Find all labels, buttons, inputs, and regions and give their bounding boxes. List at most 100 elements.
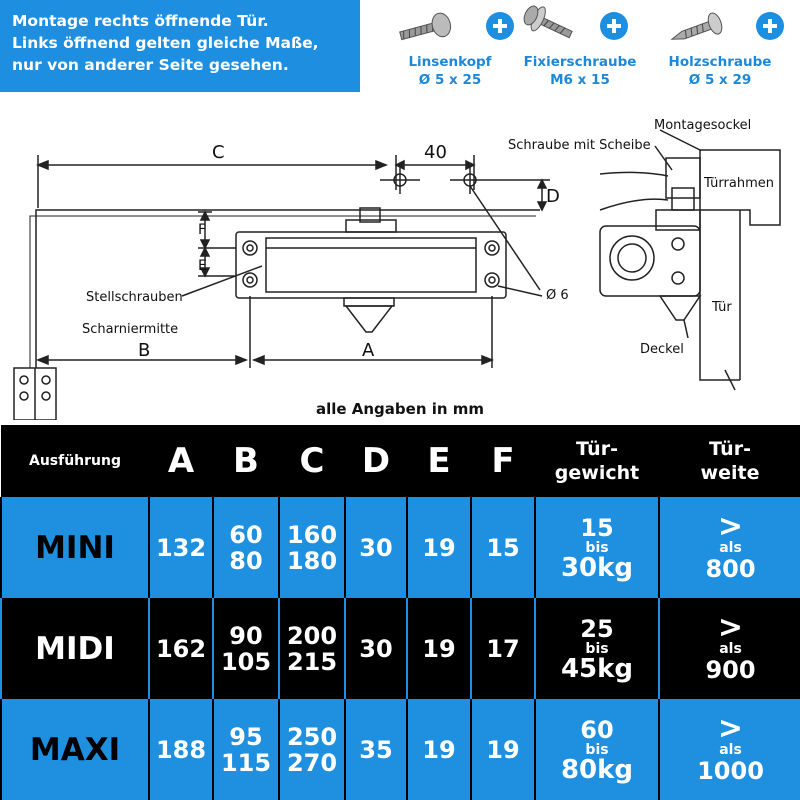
model-name: MAXI xyxy=(0,699,149,800)
value-e: 19 xyxy=(406,699,471,800)
model-name: MIDI xyxy=(0,598,149,699)
value-c2: 215 xyxy=(286,647,338,676)
value-f: 19 xyxy=(470,699,535,800)
wood-screw-icon xyxy=(670,12,784,40)
header-e: E xyxy=(427,441,451,481)
width-als: als xyxy=(719,741,742,758)
weight-to: 45kg xyxy=(560,653,634,684)
screw-name: Fixierschraube xyxy=(523,54,637,70)
info-line-1: Montage rechts öffnende Tür. xyxy=(12,12,269,30)
width-value: 1000 xyxy=(697,756,764,785)
header-b: B xyxy=(233,441,259,481)
table-header-row: Ausführung A B C D E F Tür-gewicht Tür-w… xyxy=(1,425,800,497)
dim-f-label: F xyxy=(198,222,207,238)
screw-size: Ø 5 x 25 xyxy=(418,72,482,88)
screw-name: Linsenkopf xyxy=(408,54,492,70)
value-d: 35 xyxy=(344,699,407,800)
lens-head-screw-icon xyxy=(399,12,514,41)
header-door-width: Tür-weite xyxy=(659,425,800,497)
door-label: Tür xyxy=(712,300,732,315)
value-a: 188 xyxy=(148,699,213,800)
header-width-line2: weite xyxy=(700,462,760,484)
screw-with-washer-label: Schraube mit Scheibe xyxy=(508,138,651,153)
screw-size: Ø 5 x 29 xyxy=(688,72,752,88)
hinge-center-label: Scharniermitte xyxy=(82,322,179,337)
door-closer-diagram xyxy=(13,129,781,421)
units-caption: alle Angaben in mm xyxy=(315,400,485,418)
dim-d-label: D xyxy=(546,186,560,207)
header-width-line1: Tür- xyxy=(709,438,751,460)
value-a: 162 xyxy=(148,598,213,699)
value-b2: 115 xyxy=(220,748,272,777)
value-f: 17 xyxy=(470,598,535,699)
value-c1: 200 xyxy=(286,621,338,650)
greater-than-icon: > xyxy=(717,710,744,746)
greater-than-icon: > xyxy=(717,508,744,544)
header-a: A xyxy=(167,441,195,481)
header-door-weight: Tür-gewicht xyxy=(535,425,659,497)
weight-bis: bis xyxy=(585,640,609,657)
info-line-2: Links öffnend gelten gleiche Maße, xyxy=(12,34,319,52)
dim-b-label: B xyxy=(138,340,151,361)
value-c1: 250 xyxy=(286,722,338,751)
value-f: 15 xyxy=(470,497,535,598)
weight-bis: bis xyxy=(585,539,609,556)
value-c2: 270 xyxy=(286,748,338,777)
value-b1: 95 xyxy=(229,722,263,751)
dim-e-label: E xyxy=(198,258,207,274)
screw-name: Holzschraube xyxy=(668,54,772,70)
technical-drawing: C 40 D F E B A Stellschrauben Scharnierm… xyxy=(0,100,800,421)
value-d: 30 xyxy=(344,598,407,699)
value-e: 19 xyxy=(406,598,471,699)
dim-c-label: C xyxy=(212,142,225,163)
mounting-base-label: Montagesockel xyxy=(654,118,752,133)
dim-a-label: A xyxy=(362,340,375,361)
weight-to: 30kg xyxy=(560,552,634,583)
header-weight-line2: gewicht xyxy=(554,462,640,484)
dim-40-label: 40 xyxy=(424,142,447,163)
width-als: als xyxy=(719,640,742,657)
header-d: D xyxy=(361,441,391,481)
specifications-table: Ausführung A B C D E F Tür-gewicht Tür-w… xyxy=(0,425,800,800)
width-value: 900 xyxy=(705,655,756,684)
value-c1: 160 xyxy=(286,520,338,549)
header-model: Ausführung xyxy=(28,453,122,469)
value-b1: 60 xyxy=(229,520,263,549)
weight-from: 15 xyxy=(580,513,614,542)
mounting-info-box: Montage rechts öffnende Tür. Links öffne… xyxy=(0,0,360,92)
value-b2: 80 xyxy=(229,546,263,575)
header-weight-line1: Tür- xyxy=(576,438,618,460)
adjusting-screws-label: Stellschrauben xyxy=(86,290,183,305)
cover-label: Deckel xyxy=(640,342,684,357)
header-f: F xyxy=(491,441,515,481)
value-e: 19 xyxy=(406,497,471,598)
greater-than-icon: > xyxy=(717,609,744,645)
header-c: C xyxy=(299,441,325,481)
screw-wood: Holzschraube Ø 5 x 29 xyxy=(650,4,790,92)
info-line-3: nur von anderer Seite gesehen. xyxy=(12,56,289,74)
weight-to: 80kg xyxy=(560,754,634,785)
door-frame-label: Türrahmen xyxy=(704,176,774,191)
weight-from: 25 xyxy=(580,614,614,643)
model-name: MINI xyxy=(0,497,149,598)
screw-size: M6 x 15 xyxy=(550,72,610,88)
width-als: als xyxy=(719,539,742,556)
value-a: 132 xyxy=(148,497,213,598)
value-b1: 90 xyxy=(229,621,263,650)
weight-from: 60 xyxy=(580,715,614,744)
screw-fixing: Fixierschraube M6 x 15 xyxy=(510,4,650,92)
value-c2: 180 xyxy=(286,546,338,575)
